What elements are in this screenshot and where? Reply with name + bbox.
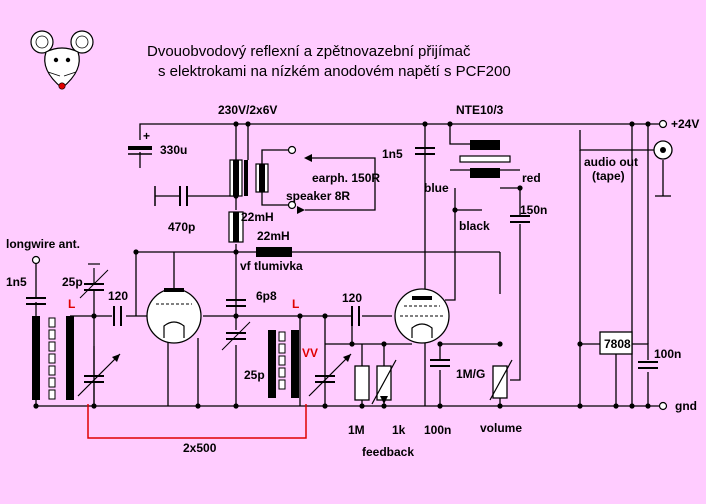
- label-ground: gnd: [675, 399, 697, 413]
- label-transformer: 230V/2x6V: [218, 103, 277, 117]
- svg-text:+: +: [143, 129, 150, 143]
- label-wire-black: black: [459, 219, 490, 233]
- resistors: [354, 359, 513, 405]
- label-c-120-a: 120: [108, 289, 128, 303]
- label-audio-out-sub: (tape): [592, 169, 625, 183]
- label-c-25p-top: 25p: [62, 275, 83, 289]
- mouse-logo: [30, 30, 94, 90]
- terminals: [31, 119, 673, 411]
- label-wire-red: red: [522, 171, 541, 185]
- label-output-transformer: NTE10/3: [456, 103, 504, 117]
- wiring: [35, 123, 664, 439]
- label-choke-22mh-a: 22mH: [241, 210, 274, 224]
- label-choke-22mh-b: 22mH: [257, 229, 290, 243]
- junctions: [33, 121, 651, 409]
- label-r-1m: 1M: [348, 423, 365, 437]
- label-c-150n: 150n: [520, 203, 547, 217]
- label-c-1n5-top: 1n5: [382, 147, 403, 161]
- tuning-capacitor-2x500: [77, 346, 352, 406]
- capacitors: +: [26, 129, 658, 369]
- label-regulator: 7808: [604, 337, 631, 351]
- label-tuning-cap: 2x500: [183, 441, 217, 455]
- label-coil-l2: L: [292, 297, 299, 311]
- regulator-7808: [599, 331, 633, 355]
- label-speaker: speaker 8R: [286, 189, 350, 203]
- coils: [32, 140, 511, 400]
- label-earphone: earph. 150R: [312, 171, 380, 185]
- label-audio-out: audio out: [584, 155, 638, 169]
- label-coil-vv: VV: [302, 346, 318, 360]
- label-pot-1k: 1k: [392, 423, 406, 437]
- label-c-120-b: 120: [342, 291, 362, 305]
- label-wire-blue: blue: [424, 181, 449, 195]
- title-line-1: Dvouobvodový reflexní a zpětnovazební př…: [147, 43, 471, 60]
- tube-1: [146, 270, 202, 344]
- label-c-6p8: 6p8: [256, 289, 277, 303]
- label-c-25p-mid: 25p: [244, 368, 265, 382]
- label-c-470p: 470p: [168, 220, 195, 234]
- tube-2-pcf200: [394, 288, 450, 344]
- label-c-330u: 330u: [160, 143, 187, 157]
- label-c-1mg: 1M/G: [456, 367, 485, 381]
- label-c-100n-bottom: 100n: [424, 423, 451, 437]
- label-supply: +24V: [671, 117, 699, 131]
- labels: 230V/2x6V NTE10/3 +24V gnd 330u 1n5 earp…: [6, 103, 699, 459]
- label-vf-choke: vf tlumivka: [240, 259, 303, 273]
- label-volume: volume: [480, 421, 522, 435]
- title-line-2: s elektrokami na nízkém anodovém napětí …: [158, 63, 511, 80]
- label-coil-l1: L: [68, 297, 75, 311]
- label-feedback: feedback: [362, 445, 414, 459]
- label-c-100n-right: 100n: [654, 347, 681, 361]
- label-antenna: longwire ant.: [6, 237, 80, 251]
- label-c-1n5-ant: 1n5: [6, 275, 27, 289]
